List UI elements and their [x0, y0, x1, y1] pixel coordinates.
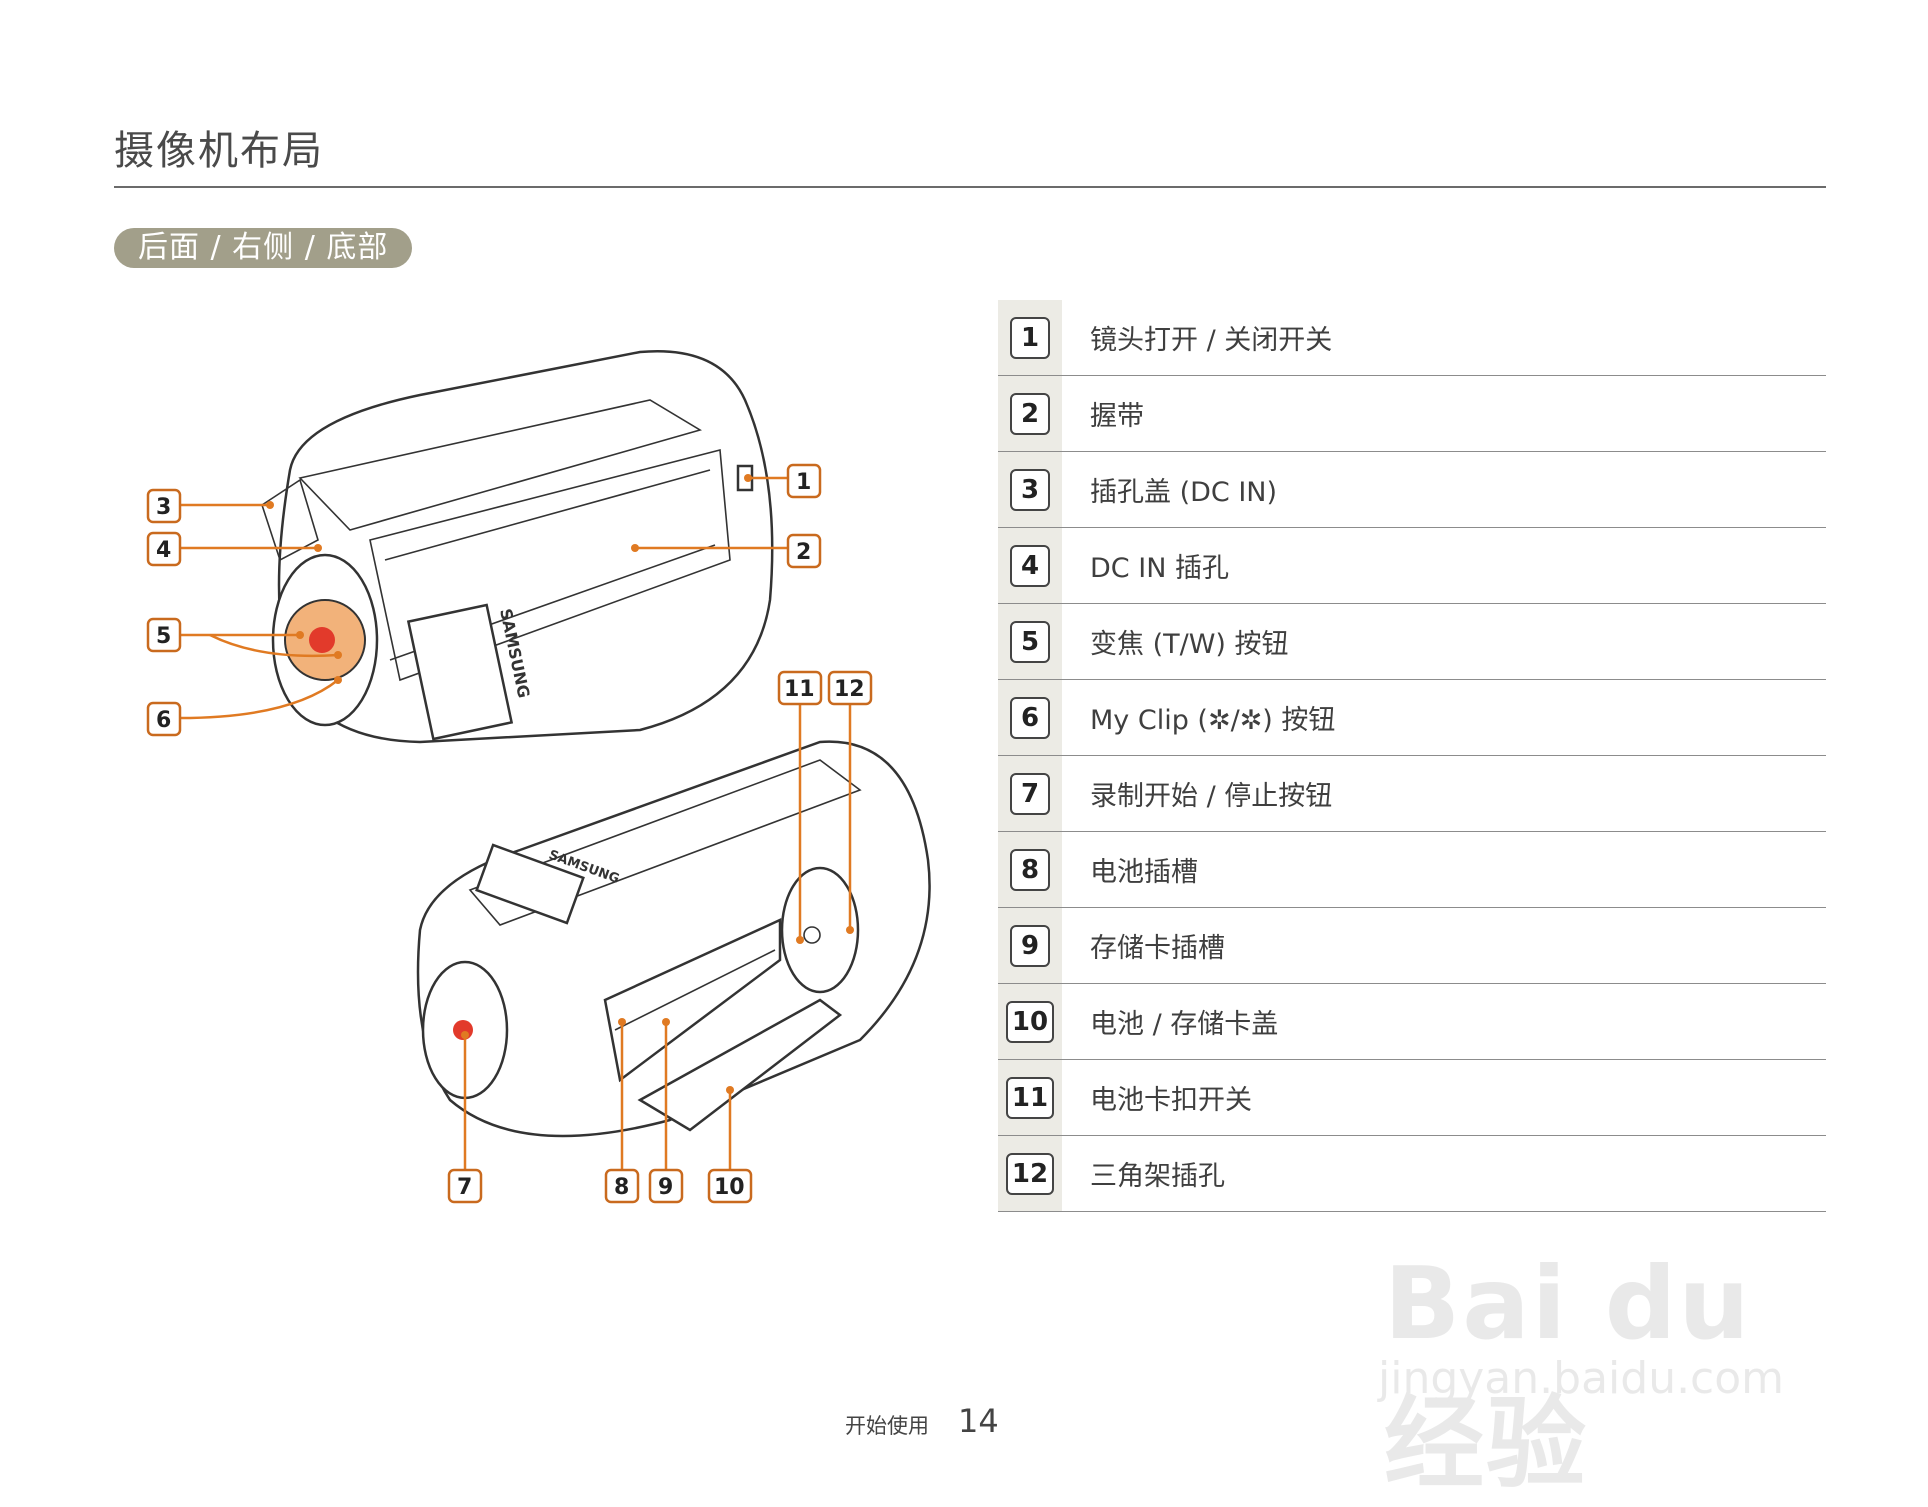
callout-11: 11	[777, 670, 823, 706]
svg-text:3: 3	[156, 495, 171, 520]
part-row: 7 录制开始 / 停止按钮	[998, 756, 1826, 832]
callout-7: 7	[447, 1168, 483, 1204]
part-number: 8	[1010, 848, 1050, 891]
svg-text:11: 11	[784, 677, 815, 702]
part-label: 三角架插孔	[1090, 1161, 1225, 1192]
part-number: 4	[1010, 544, 1050, 587]
part-label: 电池插槽	[1090, 857, 1198, 888]
part-row: 11 电池卡扣开关	[998, 1060, 1826, 1136]
svg-text:10: 10	[714, 1175, 745, 1200]
callout-12: 12	[827, 670, 873, 706]
part-label: 电池 / 存储卡盖	[1090, 1009, 1279, 1040]
part-number: 6	[1010, 696, 1050, 739]
part-label: 电池卡扣开关	[1090, 1085, 1252, 1116]
part-label: My Clip (✲/✲) 按钮	[1090, 705, 1336, 736]
svg-text:12: 12	[834, 677, 865, 702]
callout-9: 9	[648, 1168, 684, 1204]
part-row: 4 DC IN 插孔	[998, 528, 1826, 604]
callout-5: 5	[146, 617, 182, 653]
svg-text:7: 7	[457, 1175, 472, 1200]
svg-text:6: 6	[156, 708, 171, 733]
callout-4: 4	[146, 531, 182, 567]
section-heading: 后面 / 右侧 / 底部	[114, 228, 413, 268]
part-number: 1	[1010, 316, 1050, 359]
part-row: 8 电池插槽	[998, 832, 1826, 908]
callout-6: 6	[146, 701, 182, 737]
part-label: 存储卡插槽	[1090, 933, 1225, 964]
part-number: 12	[1005, 1152, 1055, 1195]
part-number: 11	[1005, 1076, 1055, 1119]
callout-8: 8	[604, 1168, 640, 1204]
part-number: 2	[1010, 392, 1050, 435]
part-row: 3 插孔盖 (DC IN)	[998, 452, 1826, 528]
svg-text:4: 4	[156, 538, 171, 563]
part-row: 6 My Clip (✲/✲) 按钮	[998, 680, 1826, 756]
callout-1: 1	[786, 463, 822, 499]
callout-3: 3	[146, 488, 182, 524]
baidu-watermark: Bai du 经验 jingyan.baidu.com	[1370, 1225, 1830, 1502]
svg-text:5: 5	[156, 624, 171, 649]
part-number: 5	[1010, 620, 1050, 663]
footer-section: 开始使用	[845, 1414, 929, 1438]
part-label: 变焦 (T/W) 按钮	[1090, 629, 1289, 660]
part-row: 12 三角架插孔	[998, 1136, 1826, 1212]
camcorder-bottom-view: SAMSUNG	[416, 740, 931, 1138]
watermark-url: jingyan.baidu.com	[1378, 1353, 1785, 1404]
svg-text:8: 8	[614, 1175, 629, 1200]
svg-text:1: 1	[796, 470, 811, 495]
part-number: 9	[1010, 924, 1050, 967]
page-title: 摄像机布局	[114, 128, 324, 174]
title-divider	[114, 186, 1826, 188]
page-number: 14	[958, 1402, 999, 1440]
part-label: 录制开始 / 停止按钮	[1090, 781, 1333, 812]
camcorder-top-view: SAMSUNG	[261, 350, 774, 744]
svg-text:9: 9	[658, 1175, 673, 1200]
part-row: 1 镜头打开 / 关闭开关	[998, 300, 1826, 376]
callout-10: 10	[707, 1168, 753, 1204]
part-row: 5 变焦 (T/W) 按钮	[998, 604, 1826, 680]
callout-2: 2	[786, 533, 822, 569]
part-label: DC IN 插孔	[1090, 553, 1229, 584]
camcorder-diagram: SAMSUNG SAMSUNG 1 2 3	[146, 350, 931, 1204]
part-number: 7	[1010, 772, 1050, 815]
part-number: 10	[1005, 1000, 1055, 1043]
part-row: 10 电池 / 存储卡盖	[998, 984, 1826, 1060]
leader-lines	[179, 474, 854, 1172]
part-row: 9 存储卡插槽	[998, 908, 1826, 984]
part-number: 3	[1010, 468, 1050, 511]
part-row: 2 握带	[998, 376, 1826, 452]
part-label: 镜头打开 / 关闭开关	[1090, 325, 1333, 356]
part-label: 握带	[1090, 401, 1144, 432]
svg-text:2: 2	[796, 540, 811, 565]
part-label: 插孔盖 (DC IN)	[1090, 477, 1278, 508]
